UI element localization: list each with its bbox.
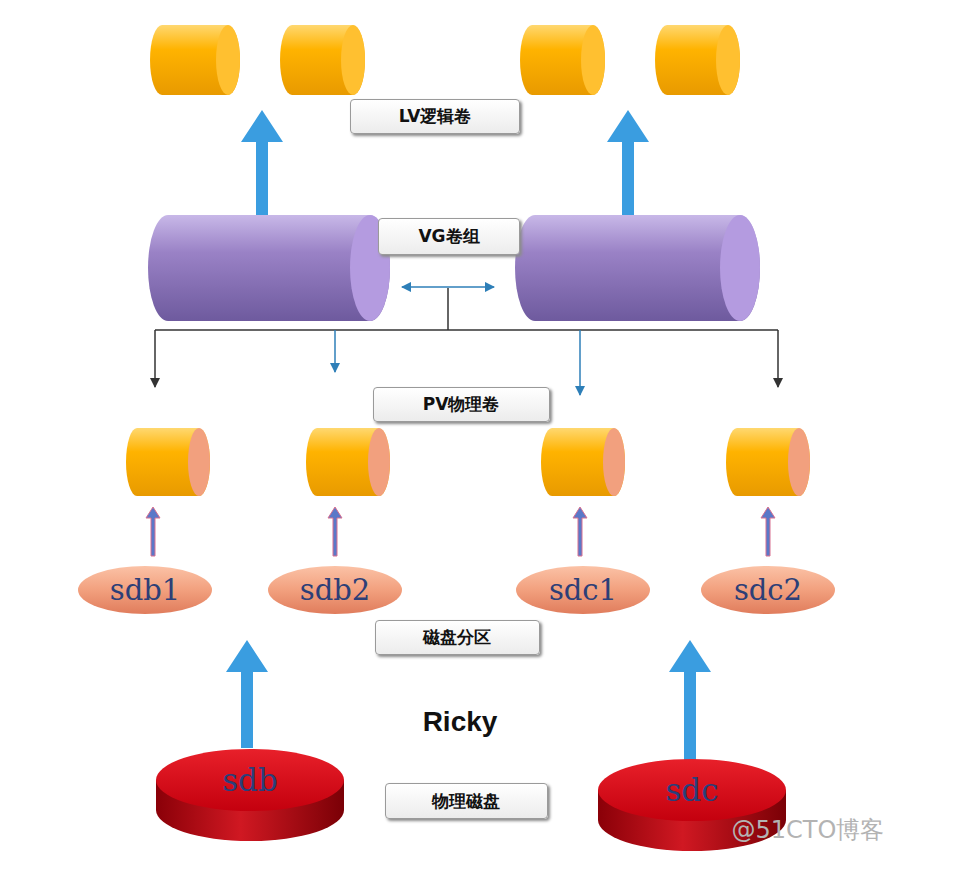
watermark: @51CTO博客: [732, 814, 885, 846]
partition-ellipse: sdb1: [77, 565, 213, 615]
node-text: PV物理卷: [423, 393, 500, 416]
node-text: sdb1: [110, 573, 180, 607]
label-box: LV逻辑卷: [350, 99, 520, 134]
label-box: 磁盘分区: [375, 620, 540, 655]
label-box: PV物理卷: [373, 387, 550, 422]
node-text: sdc1: [549, 573, 617, 607]
node-text: sdc: [665, 772, 718, 808]
node-text: sdb: [222, 762, 278, 798]
node-text: sdb2: [300, 573, 370, 607]
node-text: VG卷组: [418, 225, 479, 248]
author-name: Ricky: [423, 706, 498, 738]
pv-cylinders: [126, 428, 810, 496]
ellipse-fill: [701, 566, 835, 614]
node-text: 磁盘分区: [423, 626, 491, 649]
ellipse-fill: [78, 566, 212, 614]
partition-ellipse: sdc2: [700, 565, 836, 615]
node-text: 物理磁盘: [432, 790, 500, 813]
disk-top: [598, 759, 786, 821]
disk-top: [156, 749, 344, 811]
lv-cylinders: [150, 25, 740, 95]
vg-pv-bracket: [155, 287, 778, 395]
vg-cylinders: [148, 215, 760, 321]
partition-ellipse: sdc1: [515, 565, 651, 615]
node-text: sdc2: [734, 573, 802, 607]
ellipse-fill: [268, 566, 402, 614]
partition-ellipse: sdb2: [267, 565, 403, 615]
small-up-arrows: [146, 507, 775, 556]
label-box: VG卷组: [378, 218, 520, 255]
ellipse-fill: [516, 566, 650, 614]
disk-arrows: [226, 640, 711, 762]
label-box: 物理磁盘: [385, 783, 548, 819]
disk-platter: sdb: [155, 747, 345, 843]
node-text: LV逻辑卷: [399, 105, 472, 128]
